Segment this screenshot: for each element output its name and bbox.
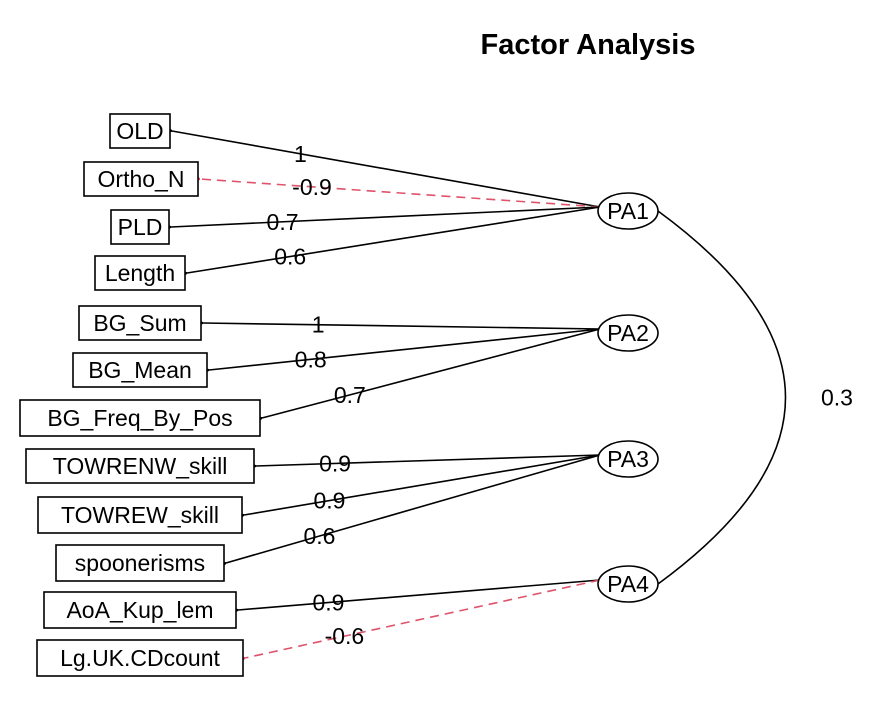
loading-edge-pa3-towrenw-skill: [256, 454, 601, 466]
variable-node-pld: PLD: [110, 209, 170, 245]
factor-ellipse-pa4: [597, 565, 659, 603]
variable-node-lg-uk-cdcount: Lg.UK.CDcount: [36, 639, 244, 677]
correlation-label-gap: [815, 357, 859, 438]
loading-edge-pa3-towrew-skill: [244, 454, 601, 515]
loading-label-pa2-bg-freq-by-pos: 0.7: [334, 382, 366, 408]
variable-box-bg-freq-by-pos: [19, 399, 261, 437]
variable-label-pld: PLD: [118, 214, 163, 240]
variable-label-aoa-kup-lem: AoA_Kup_lem: [66, 597, 213, 623]
variable-box-spoonerisms: [55, 544, 225, 582]
factor-node-pa3: PA3: [597, 440, 659, 478]
diagram-title: Factor Analysis: [481, 29, 696, 61]
loading-edge-pa4-lg-uk-cdcount: [245, 579, 601, 658]
variable-node-length: Length: [94, 255, 186, 291]
factor-ellipse-pa2: [597, 314, 659, 352]
variable-label-spoonerisms: spoonerisms: [75, 550, 205, 576]
variable-label-towrenw-skill: TOWRENW_skill: [53, 453, 228, 479]
factor-node-pa2: PA2: [597, 314, 659, 352]
factor-label-pa1: PA1: [607, 198, 649, 224]
variable-box-bg-sum: [78, 305, 202, 341]
variable-box-aoa-kup-lem: [43, 591, 237, 629]
variable-label-bg-sum: BG_Sum: [93, 310, 186, 336]
loading-edge-pa2-bg-mean: [209, 328, 601, 370]
correlation-arc-pa1-pa4: [657, 210, 787, 585]
variable-box-towrew-skill: [37, 496, 243, 534]
variable-node-old: OLD: [109, 113, 171, 149]
loading-label-pa3-towrew-skill: 0.9: [313, 488, 345, 514]
variable-box-pld: [110, 209, 170, 245]
variable-box-bg-mean: [72, 352, 208, 388]
variable-node-ortho-n: Ortho_N: [83, 161, 199, 197]
variable-label-towrew-skill: TOWREW_skill: [61, 502, 219, 528]
variable-label-lg-uk-cdcount: Lg.UK.CDcount: [60, 645, 220, 671]
variable-box-length: [94, 255, 186, 291]
variable-box-old: [109, 113, 171, 149]
variable-node-aoa-kup-lem: AoA_Kup_lem: [43, 591, 237, 629]
loading-edge-pa1-ortho-n: [200, 179, 601, 208]
variable-label-ortho-n: Ortho_N: [98, 166, 185, 192]
loading-edges: [171, 131, 601, 658]
variable-box-towrenw-skill: [25, 448, 255, 484]
observed-variables: OLD Ortho_N PLD LengthBG_SumBG_MeanBG_Freq_…: [19, 113, 261, 677]
loading-label-pa1-ortho-n: -0.9: [292, 174, 332, 200]
variable-node-towrenw-skill: TOWRENW_skill: [25, 448, 255, 484]
loading-edge-pa1-pld: [171, 206, 601, 227]
variable-node-bg-mean: BG_Mean: [72, 352, 208, 388]
loading-edge-pa1-old: [172, 131, 601, 208]
factor-label-pa2: PA2: [607, 320, 649, 346]
variable-label-bg-freq-by-pos: BG_Freq_By_Pos: [47, 405, 232, 431]
loading-label-pa1-length: 0.6: [274, 244, 306, 270]
loading-label-pa1-old: 1: [294, 141, 307, 167]
loading-label-pa1-pld: 0.7: [267, 209, 299, 235]
loading-label-pa4-aoa-kup-lem: 0.9: [313, 590, 345, 616]
variable-box-lg-uk-cdcount: [36, 639, 244, 677]
variable-label-bg-mean: BG_Mean: [88, 357, 192, 383]
loading-label-pa4-lg-uk-cdcount: -0.6: [325, 623, 365, 649]
loading-label-pa3-spoonerisms: 0.6: [304, 523, 336, 549]
variable-node-spoonerisms: spoonerisms: [55, 544, 225, 582]
loading-edge-pa1-length: [187, 206, 601, 273]
loading-edge-pa2-bg-sum: [203, 323, 601, 329]
variable-node-bg-freq-by-pos: BG_Freq_By_Pos: [19, 399, 261, 437]
factor-ellipse-pa3: [597, 440, 659, 478]
loading-label-pa2-bg-mean: 0.8: [295, 346, 327, 372]
variable-node-towrew-skill: TOWREW_skill: [37, 496, 243, 534]
factor-ellipse-pa1: [597, 192, 659, 230]
loading-labels: 1 -0.9 0.7 0.6 1 0.8 0.7 0.9 0.9 0.6 0.9 -0.6: [267, 141, 366, 649]
loading-edge-pa2-bg-freq-by-pos: [262, 328, 601, 418]
loading-label-pa3-towrenw-skill: 0.9: [319, 450, 351, 476]
variable-label-length: Length: [105, 260, 175, 286]
loading-edge-pa4-aoa-kup-lem: [238, 579, 601, 610]
factor-label-pa3: PA3: [607, 446, 649, 472]
factor-node-pa4: PA4: [597, 565, 659, 603]
factor-label-pa4: PA4: [607, 571, 649, 597]
correlation-label-pa1-pa4: 0.3: [821, 385, 853, 411]
loading-edge-pa3-spoonerisms: [226, 454, 601, 563]
variable-box-ortho-n: [83, 161, 199, 197]
factor-node-pa1: PA1: [597, 192, 659, 230]
variable-node-bg-sum: BG_Sum: [78, 305, 202, 341]
variable-label-old: OLD: [116, 118, 163, 144]
factor-correlations: 0.3: [657, 210, 859, 585]
loading-label-pa2-bg-sum: 1: [312, 312, 325, 338]
